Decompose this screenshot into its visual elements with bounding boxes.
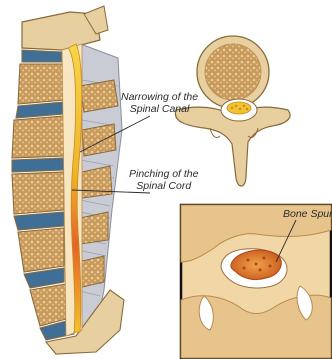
narrowing-label-line2: Spinal Canal [121,103,198,115]
pinching-label-line2: Spinal Cord [129,180,198,192]
pinching-label-line1: Pinching of the [129,168,198,180]
bone-spur-closeup [181,205,331,358]
pinching-of-spinal-cord-label: Pinching of the Spinal Cord [129,168,198,192]
spine-side-view [12,6,124,354]
narrowing-of-spinal-canal-label: Narrowing of the Spinal Canal [121,91,198,115]
narrowing-label-line1: Narrowing of the [121,91,198,103]
bone-spurs-label: Bone Spurs [283,208,332,220]
